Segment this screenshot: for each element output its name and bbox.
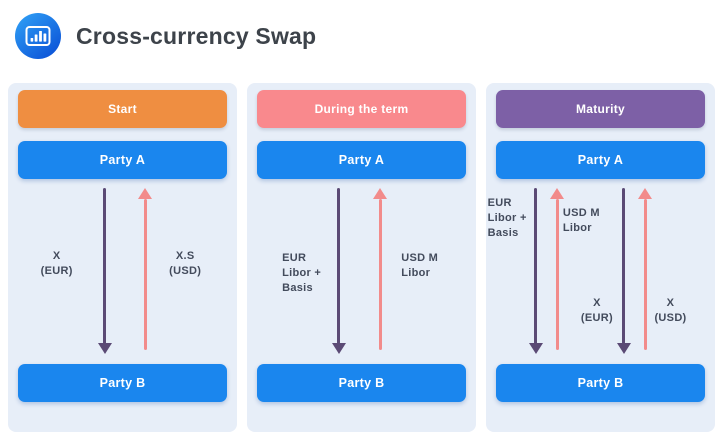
party-a-chip: Party A <box>18 141 227 179</box>
page-title: Cross-currency Swap <box>76 22 317 49</box>
down-arrow <box>616 188 631 354</box>
up-arrow <box>638 188 653 350</box>
party-a-chip: Party A <box>496 141 705 179</box>
swap-panel: Start Party A X(EUR) X.S(USD) Party B <box>8 83 237 432</box>
bar-chart-icon <box>15 13 61 59</box>
stage-label-chip: Maturity <box>496 90 705 128</box>
stage-label-chip: During the term <box>257 90 466 128</box>
down-arrow <box>331 188 346 354</box>
flow-label: X(EUR) <box>40 250 73 277</box>
up-arrow <box>373 188 388 350</box>
party-b-chip: Party B <box>496 364 705 402</box>
flow-area: X(EUR) X.S(USD) <box>18 179 227 364</box>
party-b-chip: Party B <box>18 364 227 402</box>
party-a-chip: Party A <box>257 141 466 179</box>
down-arrow <box>528 188 543 354</box>
flow-label: X.S(USD) <box>169 250 202 277</box>
flow-label: X(USD) <box>654 297 687 324</box>
up-arrow <box>138 188 153 350</box>
stage-label-chip: Start <box>18 90 227 128</box>
down-arrow <box>97 188 112 354</box>
swap-stage-panels: Start Party A X(EUR) X.S(USD) Party B Dur… <box>8 83 715 432</box>
party-b-chip: Party B <box>257 364 466 402</box>
flow-label: X(EUR) <box>580 297 613 324</box>
header: Cross-currency Swap <box>15 13 316 59</box>
up-arrow <box>550 188 565 350</box>
